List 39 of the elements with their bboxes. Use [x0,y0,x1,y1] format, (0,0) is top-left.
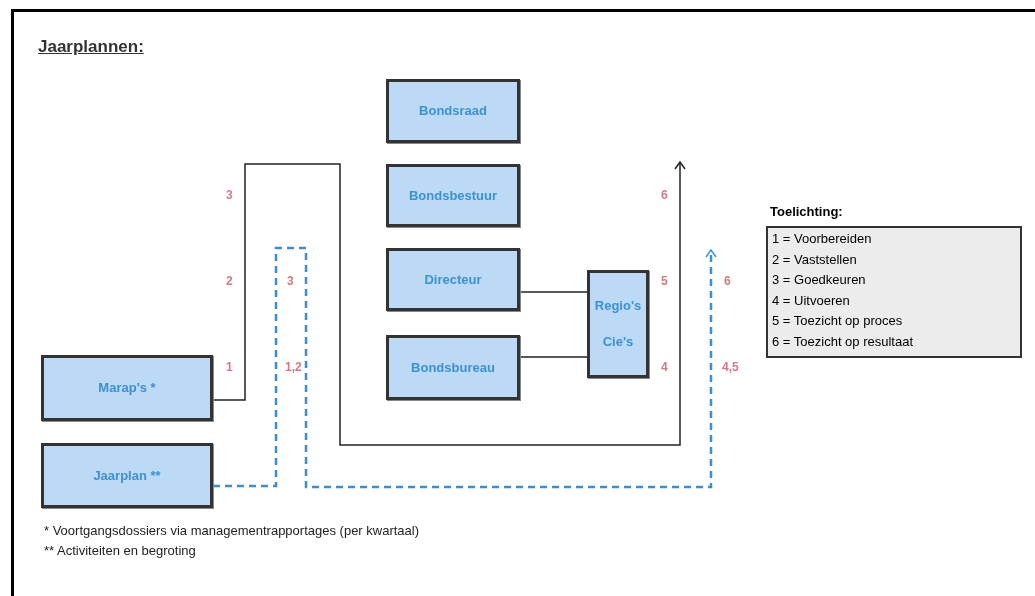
org-box [386,79,520,143]
step-number: 2 [226,273,233,289]
legend-entry: 1 = Voorbereiden [772,230,872,248]
box-label: Bondsbureau [411,359,495,376]
legend-entry: 2 = Vaststellen [772,250,857,269]
footnote: * Voortgangsdossiers via managementrapportages (per kwartaal) [44,523,420,539]
org-box [386,335,520,400]
legend-heading: Toelichting: [769,203,843,221]
title: Jaarplannen: [38,36,144,58]
box-label: Regio's [594,298,642,314]
legend-entry: 6 = Toezicht op resultaat [772,332,914,351]
box-label: Bondsraad [419,103,487,119]
step-number: 6 [724,273,731,289]
connector-line [519,291,588,293]
box-label: Bondsbestuur [408,187,498,204]
box-label: Jaarplan ** [93,467,161,484]
dashed-arrow [213,246,717,489]
org-box [41,355,213,421]
step-number: 4 [661,359,668,375]
legend-entry: 4 = Uitvoeren [772,291,850,310]
box-label: Cie's [602,334,634,350]
box-label: Marap's * [98,380,156,396]
connector-line [519,356,588,358]
org-box [41,443,213,508]
legend-entry: 3 = Goedkeuren [772,271,866,289]
footnote: ** Activiteiten en begroting [44,543,196,559]
org-box [386,164,520,227]
step-number: 3 [226,187,233,203]
org-box [587,270,649,378]
legend-entry: 5 = Toezicht op proces [772,312,903,330]
step-number: 6 [661,187,668,203]
step-number: 3 [287,273,294,289]
step-number: 1,2 [285,359,302,375]
step-number: 5 [661,273,668,289]
box-label: Directeur [424,271,482,288]
step-number: 4,5 [722,359,739,375]
step-number: 1 [226,359,233,375]
arrow [212,161,686,446]
org-box [386,248,520,311]
